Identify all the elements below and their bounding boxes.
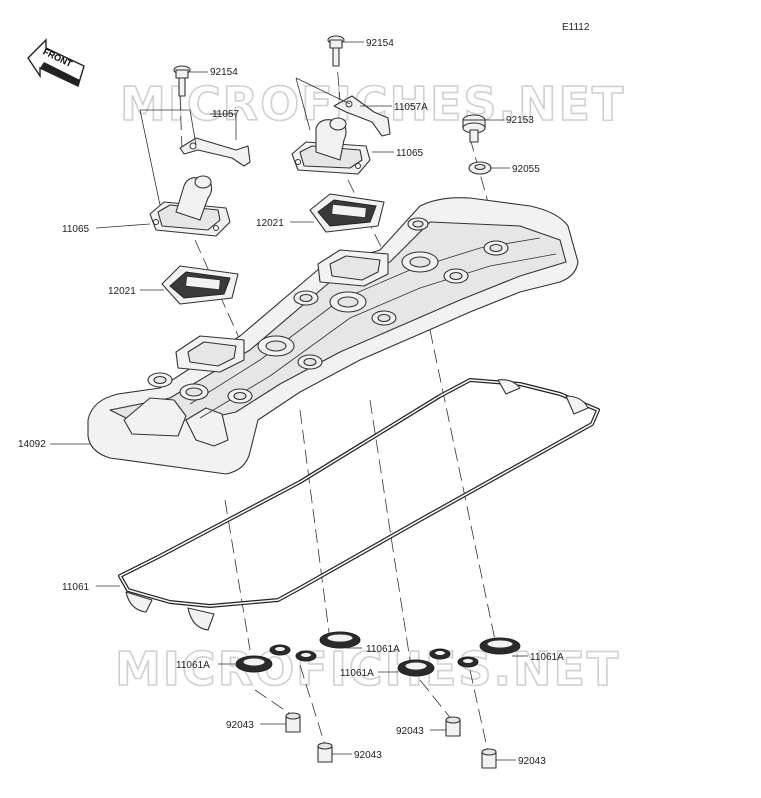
breather-cap-right <box>291 117 371 175</box>
watermark-bottom: MICROFICHES.NET <box>115 642 620 696</box>
label-11061a-3: 11061A <box>340 668 374 679</box>
front-arrow-icon: FRONT <box>27 38 85 87</box>
label-11057: 11057 <box>212 109 240 120</box>
diagram-id: E1112 <box>562 22 590 33</box>
label-92043-4: 92043 <box>518 756 546 767</box>
label-12021-upper: 12021 <box>256 218 284 229</box>
label-92043-2: 92043 <box>354 750 382 761</box>
label-11065-left: 11065 <box>62 224 90 235</box>
plug-boss-row <box>147 217 509 404</box>
label-11061a-2: 11061A <box>366 644 400 655</box>
label-92154-right: 92154 <box>366 38 394 49</box>
label-92043-3: 92043 <box>396 726 424 737</box>
label-14092: 14092 <box>18 439 46 450</box>
bracket-11057 <box>179 137 251 167</box>
gasket-11061 <box>118 378 600 631</box>
label-11061a-1: 11061A <box>176 660 210 671</box>
label-11061a-4: 11061A <box>530 652 564 663</box>
label-12021-lower: 12021 <box>108 286 136 297</box>
plate-12021-lower <box>161 265 239 305</box>
collar-92043-3 <box>445 716 461 737</box>
plug-gasket-11061a-2 <box>295 631 361 662</box>
collar-92043-2 <box>317 742 333 763</box>
plug-gasket-11061a-4 <box>457 637 521 668</box>
label-92154-left: 92154 <box>210 67 238 78</box>
bolt-92154-right <box>327 35 345 67</box>
collar-92043-4 <box>481 748 497 769</box>
bolt-92153 <box>462 114 486 143</box>
label-92055: 92055 <box>512 164 540 175</box>
callout-leaders <box>50 41 528 761</box>
label-92043-1: 92043 <box>226 720 254 731</box>
breather-cap-left <box>149 175 231 237</box>
valve-cover-14092 <box>87 197 579 475</box>
label-11057a: 11057A <box>394 102 428 113</box>
plate-12021-upper <box>309 193 385 233</box>
bolt-92154-left <box>173 65 191 97</box>
label-11061: 11061 <box>62 582 90 593</box>
washer-92055 <box>468 161 492 175</box>
plug-gasket-11061a-1 <box>235 644 291 673</box>
label-92153: 92153 <box>506 115 534 126</box>
plug-gasket-11061a-3 <box>397 648 451 677</box>
collar-92043-1 <box>285 712 301 733</box>
label-11065-right: 11065 <box>396 148 424 159</box>
watermark-top: MICROFICHES.NET <box>120 77 625 131</box>
